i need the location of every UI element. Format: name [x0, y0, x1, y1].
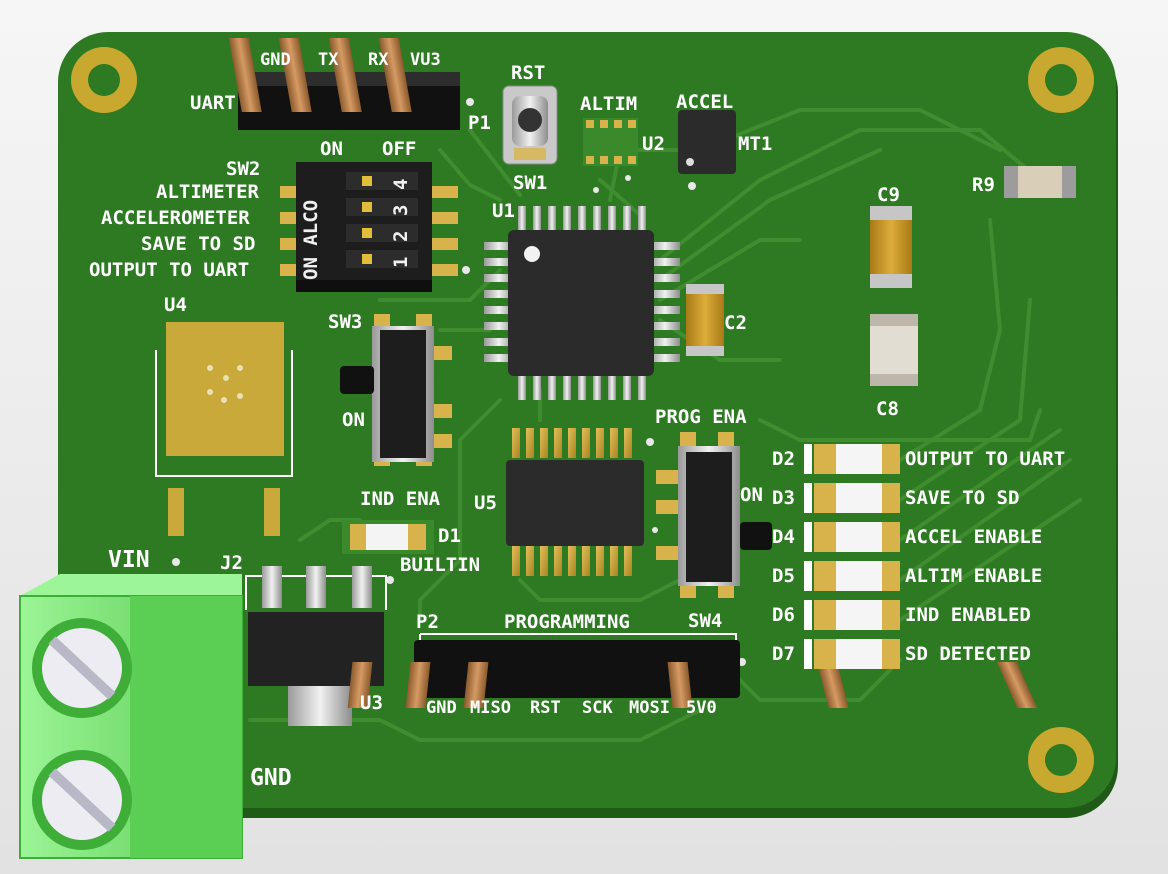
- led-label-accel-enable: ACCEL ENABLE: [905, 526, 1043, 548]
- prog-pin-sck: SCK: [582, 698, 613, 718]
- accel-label: ACCEL: [676, 91, 734, 113]
- ind-ena-label: IND ENA: [360, 488, 441, 510]
- sw1-ref: SW1: [513, 172, 548, 194]
- u4-module: [155, 322, 293, 536]
- p2-ref: P2: [416, 611, 439, 633]
- c8-ref: C8: [876, 398, 899, 420]
- sw4-on-label: ON: [740, 484, 763, 506]
- status-led-2: [804, 483, 900, 513]
- ind-slide-switch: [340, 314, 452, 466]
- trace-vias: [172, 98, 746, 666]
- dip-number-4: 4: [390, 178, 412, 190]
- status-led-1: [804, 444, 900, 474]
- uart-pin-tx: TX: [318, 50, 339, 70]
- altim-sensor: [583, 118, 638, 166]
- led-label-save-to-sd: SAVE TO SD: [905, 487, 1020, 509]
- uart-name-p1: P1: [468, 112, 491, 134]
- copper-traces: [248, 108, 1082, 742]
- uart-pin-rx: RX: [368, 50, 389, 70]
- d1-ref: D1: [438, 525, 461, 547]
- uart-header: [228, 38, 460, 130]
- led-label-sd-detected: SD DETECTED: [905, 643, 1031, 665]
- status-led-5: [804, 600, 900, 630]
- programming-label: PROGRAMMING: [504, 611, 630, 633]
- dip-option-output-to-uart: OUTPUT TO UART: [89, 259, 250, 281]
- u2-ref: U2: [642, 133, 665, 155]
- status-led-6: [804, 639, 900, 669]
- builtin-led: [342, 520, 434, 554]
- r9-ref: R9: [972, 174, 995, 196]
- prog-pin-rst: RST: [530, 698, 561, 718]
- c2-ref: C2: [724, 312, 747, 334]
- resistor-r9: [1004, 166, 1076, 198]
- u5-ref: U5: [474, 492, 497, 514]
- led-ref-d5: D5: [772, 565, 795, 587]
- prog-pin-miso: MISO: [470, 698, 511, 718]
- prog-ena-label: PROG ENA: [655, 406, 747, 428]
- status-led-3: [804, 522, 900, 552]
- prog-pin-mosi: MOSI: [629, 698, 670, 718]
- prog-pin-5v0: 5V0: [686, 698, 717, 718]
- accel-sensor: [678, 110, 736, 174]
- j2-ref: J2: [220, 552, 243, 574]
- u1-ref: U1: [492, 200, 515, 222]
- uart-pin-gnd: GND: [260, 50, 291, 70]
- capacitor-c2: [686, 284, 724, 356]
- capacitor-c8: [870, 314, 918, 386]
- led-label-output-to-uart: OUTPUT TO UART: [905, 448, 1066, 470]
- u3-ref: U3: [360, 692, 383, 714]
- led-ref-d7: D7: [772, 643, 795, 665]
- status-led-4: [804, 561, 900, 591]
- u4-ref: U4: [164, 294, 187, 316]
- prog-pin-gnd: GND: [426, 698, 457, 718]
- status-leds: [804, 444, 900, 669]
- programming-header: [347, 633, 1038, 708]
- mounting-holes: [71, 47, 1094, 793]
- dip-body-text: ON ALCO: [300, 199, 322, 280]
- led-ref-d4: D4: [772, 526, 795, 548]
- dip-number-3: 3: [390, 204, 412, 216]
- reset-switch: [502, 85, 558, 165]
- dip-number-1: 1: [390, 256, 412, 268]
- dip-number-2: 2: [390, 230, 412, 242]
- sw3-ref: SW3: [328, 311, 363, 333]
- uart-pin-vu3: VU3: [410, 50, 441, 70]
- prog-slide-switch: [656, 432, 772, 598]
- sw2-ref: SW2: [226, 158, 261, 180]
- dip-option-altimeter: ALTIMETER: [156, 181, 259, 203]
- uart-ref: UART: [190, 92, 236, 114]
- vin-label: VIN: [108, 547, 150, 573]
- u5-chip: [506, 428, 644, 576]
- led-ref-d6: D6: [772, 604, 795, 626]
- screw-terminal: [19, 574, 243, 859]
- led-ref-d3: D3: [772, 487, 795, 509]
- dip-switch: [280, 162, 458, 292]
- dip-option-save-to-sd: SAVE TO SD: [141, 233, 256, 255]
- builtin-label: BUILTIN: [400, 554, 481, 576]
- led-label-altim-enable: ALTIM ENABLE: [905, 565, 1043, 587]
- mcu-chip: [484, 206, 680, 400]
- dip-option-accelerometer: ACCELEROMETER: [101, 207, 250, 229]
- dip-off-label: OFF: [382, 138, 417, 160]
- gnd-label: GND: [250, 765, 292, 791]
- dip-on-label: ON: [320, 138, 343, 160]
- c9-ref: C9: [877, 184, 900, 206]
- sw4-ref: SW4: [688, 610, 723, 632]
- altim-label: ALTIM: [580, 93, 638, 115]
- led-ref-d2: D2: [772, 448, 795, 470]
- mt1-ref: MT1: [738, 133, 773, 155]
- rst-label: RST: [511, 62, 546, 84]
- led-label-ind-enabled: IND ENABLED: [905, 604, 1031, 626]
- sw3-on-label: ON: [342, 409, 365, 431]
- capacitor-c9: [870, 206, 912, 288]
